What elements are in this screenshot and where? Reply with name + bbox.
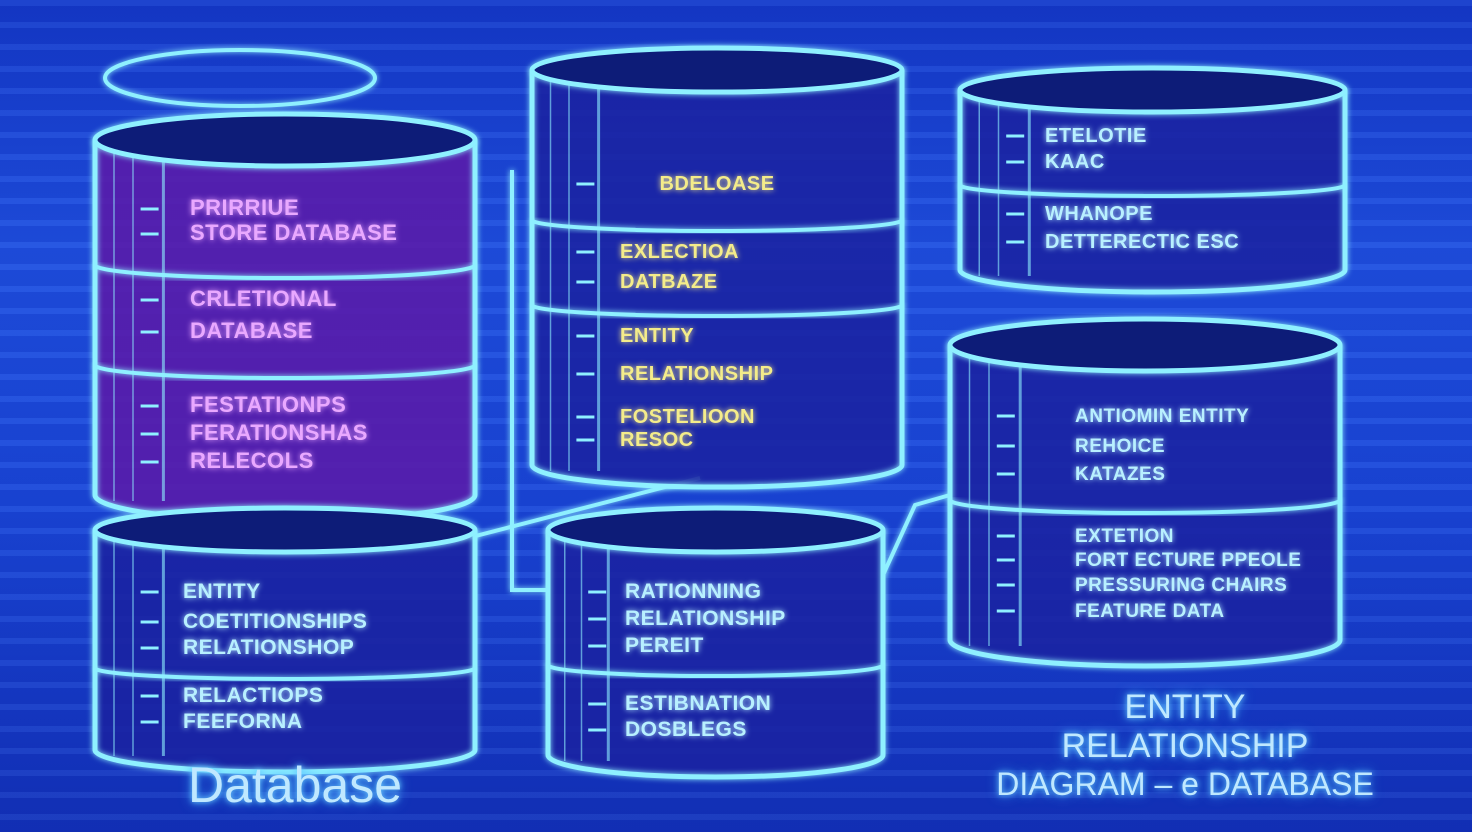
- cylinder-text: DETTERECTIC ESC: [1045, 231, 1239, 253]
- cylinder-top: [957, 65, 1348, 115]
- cylinder-text: ANTIOMIN ENTITY: [1075, 406, 1249, 427]
- cylinder-outline: [957, 90, 1348, 295]
- caption-line-diagram: DIAGRAM – e DATABASE: [996, 766, 1374, 803]
- cylinder-text: DATABASE: [190, 318, 313, 343]
- cylinder-text: BDELOASE: [659, 173, 774, 195]
- cylinder-divider: [93, 364, 477, 380]
- cylinder-divider: [958, 183, 1347, 198]
- database-cylinder-c4: ANTIOMIN ENTITY REHOICE KATAZES EXTETION FOR…: [947, 316, 1343, 669]
- cylinder-divider: [546, 664, 885, 678]
- cylinder-body: [532, 70, 902, 487]
- cylinder-top: [545, 505, 886, 555]
- cylinder-divider: [530, 218, 904, 233]
- cylinder-text: ENTITY: [620, 325, 694, 347]
- cylinder-text: RELATIONSHIP: [620, 363, 773, 385]
- cylinder-text: FOSTELIOON: [620, 406, 755, 428]
- cylinder-text: KATAZES: [1075, 464, 1165, 485]
- cylinder-outline: [545, 530, 886, 780]
- cylinder-text: KAAC: [1045, 151, 1105, 173]
- cylinder-text: RELACTIOPS: [183, 684, 323, 707]
- database-cylinder-c3: ETELOTIE KAAC WHANOPE DETTERECTIC ESC: [957, 65, 1348, 295]
- cylinder-outline: [92, 530, 478, 775]
- cylinder-top: [92, 505, 478, 555]
- caption-line-entity: ENTITY: [1124, 688, 1246, 726]
- caption-line-relationship: RELATIONSHIP: [1061, 727, 1309, 766]
- cylinder-text: DOSBLEGS: [625, 718, 747, 741]
- cylinder-text: ENTITY: [183, 580, 261, 603]
- caption-database: Database: [187, 757, 403, 813]
- cylinder-text: RELATIONSHIP: [625, 607, 786, 630]
- cylinder-text: WHANOPE: [1045, 203, 1153, 225]
- cylinder-divider: [93, 264, 477, 280]
- cylinder-text: DATBAZE: [620, 271, 718, 293]
- cylinder-text: CRLETIONAL: [190, 286, 337, 311]
- floating-disk: [103, 48, 377, 108]
- cylinder-top: [92, 111, 478, 169]
- cylinder-text: FESTATIONPS: [190, 392, 346, 417]
- cylinder-text: COETITIONSHIPS: [183, 610, 367, 633]
- cylinder-top: [947, 316, 1343, 374]
- cylinder-text: FORT ECTURE PPEOLE: [1075, 550, 1301, 571]
- cylinder-text: EXLECTIOA: [620, 241, 739, 263]
- cylinder-outline: [947, 345, 1343, 669]
- cylinder-text: FEATURE DATA: [1075, 601, 1225, 622]
- cylinder-text: RELECOLS: [190, 448, 314, 473]
- cylinder-text: FERATIONSHAS: [190, 420, 368, 445]
- cylinder-divider: [93, 666, 477, 681]
- database-cylinder-c6: RATIONNING RELATIONSHIP PEREIT ESTIBNATION D…: [545, 505, 886, 780]
- database-cylinder-c2: BDELOASE EXLECTIOA DATBAZE ENTITY RELATIONSH…: [529, 45, 905, 490]
- cylinder-body: [95, 140, 475, 521]
- cylinder-text: EXTETION: [1075, 526, 1174, 547]
- cylinder-outline: [529, 70, 905, 490]
- cylinder-text: PRESSURING CHAIRS: [1075, 575, 1287, 596]
- cylinder-body: [960, 90, 1345, 292]
- cylinder-body: [95, 530, 475, 772]
- cylinder-text: ESTIBNATION: [625, 692, 771, 715]
- connector-line: [881, 493, 951, 576]
- cylinder-text: RELATIONSHOP: [183, 636, 354, 659]
- cylinder-divider: [530, 303, 904, 318]
- cylinder-text: ETELOTIE: [1045, 125, 1147, 147]
- database-cylinder-c5: ENTITY COETITIONSHIPS RELATIONSHOP RELACTIO…: [92, 505, 478, 775]
- cylinder-body: [950, 345, 1340, 666]
- caption-er-diagram: ENTITY RELATIONSHIP DIAGRAM – e DATABASE: [975, 688, 1395, 803]
- cylinder-top: [529, 45, 905, 95]
- cylinder-text: PRIRRIUE: [190, 195, 299, 220]
- cylinder-text: REHOICE: [1075, 436, 1165, 457]
- cylinder-text: PEREIT: [625, 634, 704, 657]
- cylinder-text: STORE DATABASE: [190, 220, 397, 245]
- cylinder-text: RATIONNING: [625, 580, 761, 603]
- cylinder-text: RESOC: [620, 429, 694, 451]
- cylinder-text: FEEFORNA: [183, 710, 303, 733]
- cylinder-body: [548, 530, 883, 778]
- cylinder-divider: [948, 499, 1342, 515]
